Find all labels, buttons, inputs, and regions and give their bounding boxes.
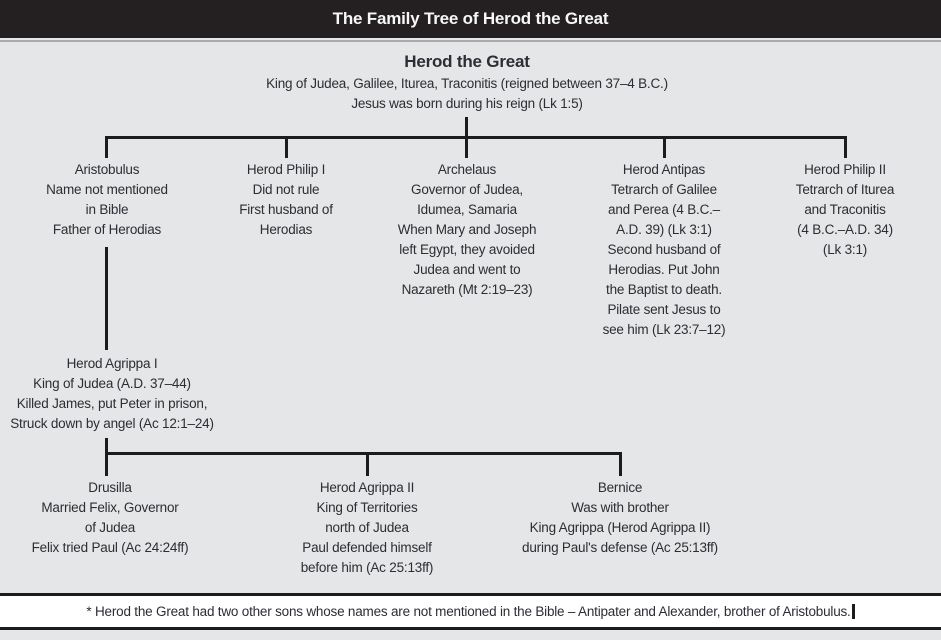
person-detail: Second husband of [607,242,721,257]
person-detail: north of Judea [325,520,409,535]
person-detail: of Judea [84,520,136,535]
node-herod-agrippa-1: Herod Agrippa I King of Judea (A.D. 37–4… [2,354,222,434]
person-detail: Struck down by angel (Ac 12:1–24) [10,416,214,431]
person-detail: King of Territories [316,500,418,515]
person-name: Archelaus [437,162,497,177]
person-detail: When Mary and Joseph [397,222,537,237]
person-detail: Did not rule [252,182,320,197]
person-name: Herod Antipas [622,162,706,177]
person-detail: First husband of [239,202,333,217]
person-name: Aristobulus [74,162,140,177]
person-name: Herod the Great [404,52,530,71]
node-herod-agrippa-2: Herod Agrippa II King of Territories nor… [267,478,467,578]
person-detail: Tetrarch of Iturea [795,182,895,197]
connector-root-stub [465,117,468,138]
person-detail: before him (Ac 25:13ff) [300,560,434,575]
person-name: Herod Philip II [804,162,886,177]
person-detail: Idumea, Samaria [417,202,517,217]
person-detail: left Egypt, they avoided [399,242,535,257]
person-name: Bernice [597,480,643,495]
person-detail: and Perea (4 B.C.– [608,202,720,217]
connector-stub-aristobulus [105,136,108,158]
chart-header: The Family Tree of Herod the Great [0,0,941,38]
connector-stub-herod-agrippa-2 [366,452,369,476]
person-detail: during Paul's defense (Ac 25:13ff) [522,540,718,555]
person-detail: Tetrarch of Galilee [611,182,717,197]
footnote-text: * Herod the Great had two other sons who… [86,604,851,619]
connector-agrippa1-stub [105,438,108,455]
footer-top-rule [0,593,941,596]
person-detail: (Lk 3:1) [822,242,868,257]
node-aristobulus: Aristobulus Name not mentioned in Bible … [7,160,207,240]
connector-stub-drusilla [105,452,108,476]
footer-bottom-rule [0,627,941,630]
person-detail: and Traconitis [804,202,886,217]
person-detail: Killed James, put Peter in prison, [16,396,208,411]
person-detail: Pilate sent Jesus to [607,302,721,317]
node-archelaus: Archelaus Governor of Judea, Idumea, Sam… [367,160,567,300]
person-name: Herod Agrippa I [66,356,158,371]
person-detail: King of Judea (A.D. 37–44) [33,376,191,391]
person-detail: A.D. 39) (Lk 3:1) [616,222,712,237]
connector-stub-herod-antipas [663,136,666,158]
person-detail: (4 B.C.–A.D. 34) [797,222,893,237]
person-detail: King Agrippa (Herod Agrippa II) [529,520,711,535]
person-detail: Felix tried Paul (Ac 24:24ff) [31,540,189,555]
connector-stub-archelaus [465,136,468,158]
connector-stub-herod-philip-2 [844,136,847,158]
person-detail: Married Felix, Governor [41,500,179,515]
person-name: Herod Agrippa II [319,480,415,495]
person-detail: Judea and went to [413,262,521,277]
person-detail: Herodias [259,222,313,237]
person-detail: Father of Herodias [52,222,162,237]
chart-title: The Family Tree of Herod the Great [332,9,609,28]
connector-stub-herod-philip-1 [285,136,288,158]
person-detail: Nazareth (Mt 2:19–23) [401,282,533,297]
node-herod-the-great: Herod the Great King of Judea, Galilee, … [217,50,717,114]
connector-gen2-horizontal [105,136,847,139]
node-drusilla: Drusilla Married Felix, Governor of Jude… [10,478,210,558]
connector-stub-bernice [619,452,622,476]
person-detail: King of Judea, Galilee, Iturea, Traconit… [266,76,668,91]
node-herod-philip-1: Herod Philip I Did not rule First husban… [186,160,386,240]
header-divider [0,40,941,42]
person-detail: Jesus was born during his reign (Lk 1:5) [351,96,583,111]
node-herod-antipas: Herod Antipas Tetrarch of Galilee and Pe… [564,160,764,340]
person-detail: Paul defended himself [302,540,432,555]
person-detail: see him (Lk 23:7–12) [602,322,726,337]
person-name: Drusilla [88,480,132,495]
node-herod-philip-2: Herod Philip II Tetrarch of Iturea and T… [745,160,941,260]
node-bernice: Bernice Was with brother King Agrippa (H… [495,478,745,558]
person-detail: Governor of Judea, [411,182,523,197]
connector-gen4-horizontal [105,452,622,455]
footnote-band: * Herod the Great had two other sons who… [0,596,941,627]
text-cursor [851,604,855,619]
connector-aristobulus-to-agrippa1 [105,247,108,350]
person-name: Herod Philip I [246,162,326,177]
person-detail: Herodias. Put John [608,262,720,277]
person-detail: Name not mentioned [46,182,168,197]
person-detail: the Baptist to death. [606,282,722,297]
person-detail: in Bible [85,202,129,217]
person-detail: Was with brother [571,500,669,515]
